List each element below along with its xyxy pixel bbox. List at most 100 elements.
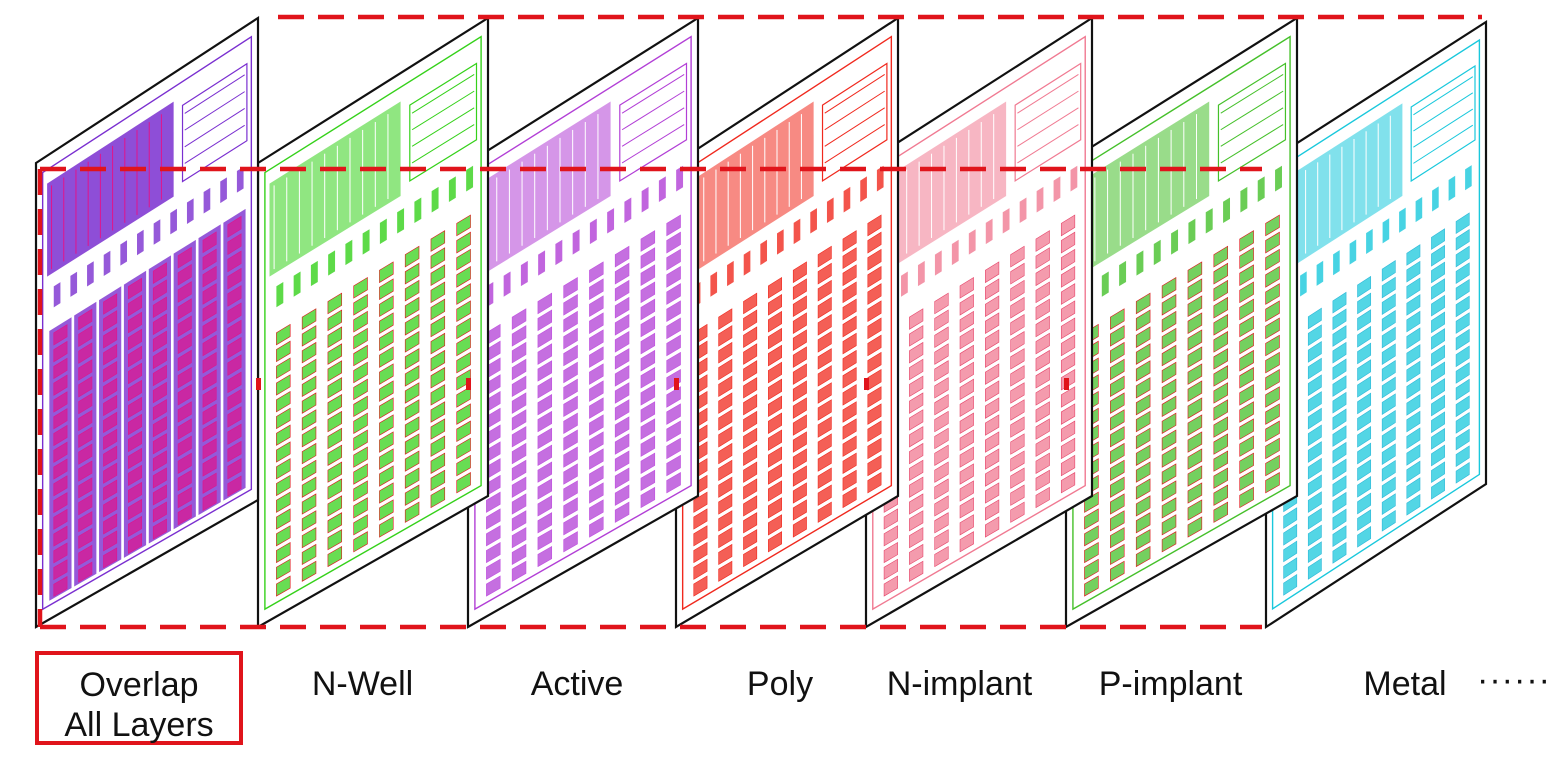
header-tick: [397, 208, 404, 233]
header-tick: [555, 240, 562, 265]
header-tick: [1119, 261, 1126, 286]
pimplant-label: P-implant: [1083, 664, 1258, 704]
metal-label: Metal: [1345, 664, 1465, 704]
header-tick: [794, 219, 801, 244]
panel-outline: [866, 18, 1092, 627]
header-tick: [87, 261, 94, 286]
header-tick: [54, 282, 61, 307]
header-tick: [1432, 186, 1439, 211]
overlap-label-box: Overlap All Layers: [35, 651, 243, 745]
header-tick: [918, 261, 925, 286]
header-tick: [1054, 176, 1061, 202]
header-tick: [104, 251, 111, 276]
header-tick: [1003, 208, 1010, 233]
header-tick: [1188, 219, 1195, 244]
header-tick: [624, 197, 631, 223]
header-tick: [276, 282, 283, 307]
header-tick: [744, 250, 751, 275]
layer-stack-graphic: [0, 0, 1562, 640]
header-tick: [952, 240, 959, 265]
nwell-label: N-Well: [300, 664, 425, 704]
header-tick: [777, 229, 784, 254]
header-tick: [204, 188, 211, 214]
header-tick: [1366, 229, 1373, 254]
poly-label: Poly: [730, 664, 830, 704]
header-tick: [345, 240, 352, 265]
header-tick: [986, 219, 993, 244]
layer-panel-nwell: [258, 18, 488, 627]
header-tick: [311, 261, 318, 286]
layer-panel-pimplant: [1066, 18, 1297, 627]
header-tick: [642, 187, 649, 213]
header-tick: [590, 219, 597, 244]
header-tick: [1240, 187, 1247, 213]
header-tick: [844, 187, 851, 213]
layer-panel-active: [468, 18, 698, 627]
panel-outline: [676, 18, 898, 627]
header-tick: [1333, 250, 1340, 275]
header-tick: [432, 187, 439, 213]
header-tick: [659, 176, 666, 202]
header-tick: [935, 250, 942, 275]
edge-marker: [674, 378, 679, 390]
header-tick: [1465, 165, 1472, 190]
header-tick: [328, 250, 335, 275]
edge-marker: [1064, 378, 1069, 390]
header-tick: [1258, 176, 1265, 202]
header-tick: [901, 271, 908, 296]
header-tick: [380, 219, 387, 244]
header-tick: [1171, 229, 1178, 254]
header-tick: [1206, 208, 1213, 233]
panel-outline: [258, 18, 488, 627]
header-tick: [363, 229, 370, 254]
header-tick: [827, 197, 834, 223]
header-tick: [220, 177, 227, 203]
header-tick: [1154, 240, 1161, 265]
header-tick: [710, 271, 717, 296]
header-tick: [860, 176, 867, 202]
panel-outline: [1066, 18, 1297, 627]
header-tick: [170, 209, 177, 235]
header-tick: [969, 229, 976, 254]
header-tick: [1275, 166, 1282, 192]
header-tick: [573, 229, 580, 254]
header-tick: [810, 208, 817, 233]
header-tick: [1300, 271, 1307, 296]
edge-marker: [864, 378, 869, 390]
header-tick: [1037, 187, 1044, 213]
panel-outline: [468, 18, 698, 627]
header-tick: [120, 240, 127, 265]
header-tick: [1383, 218, 1390, 243]
header-tick: [1223, 197, 1230, 223]
header-tick: [294, 271, 301, 296]
header-tick: [1020, 197, 1027, 223]
layer-panel-overlap: [36, 18, 258, 627]
header-tick: [1071, 166, 1078, 192]
nimplant-label: N-implant: [872, 664, 1047, 704]
header-tick: [504, 271, 511, 296]
edge-marker: [466, 378, 471, 390]
layer-panel-poly: [676, 18, 898, 627]
layer-panel-nimplant: [866, 18, 1092, 627]
header-tick: [154, 219, 161, 245]
header-tick: [1136, 250, 1143, 275]
overlap-label-line1: Overlap: [39, 665, 239, 705]
header-tick: [449, 176, 456, 202]
header-tick: [187, 198, 194, 224]
header-tick: [1449, 176, 1456, 201]
header-tick: [466, 166, 473, 192]
header-tick: [607, 208, 614, 233]
header-tick: [1399, 208, 1406, 233]
layer-panel-metal: [1266, 22, 1486, 627]
panel-outline: [1266, 22, 1486, 627]
edge-marker: [256, 378, 261, 390]
header-tick: [137, 230, 144, 255]
header-tick: [414, 197, 421, 223]
header-tick: [1317, 261, 1324, 286]
header-tick: [521, 261, 528, 286]
header-tick: [1102, 271, 1109, 296]
header-tick: [538, 250, 545, 275]
continuation-ellipsis: ······: [1474, 660, 1554, 700]
active-label: Active: [512, 664, 642, 704]
